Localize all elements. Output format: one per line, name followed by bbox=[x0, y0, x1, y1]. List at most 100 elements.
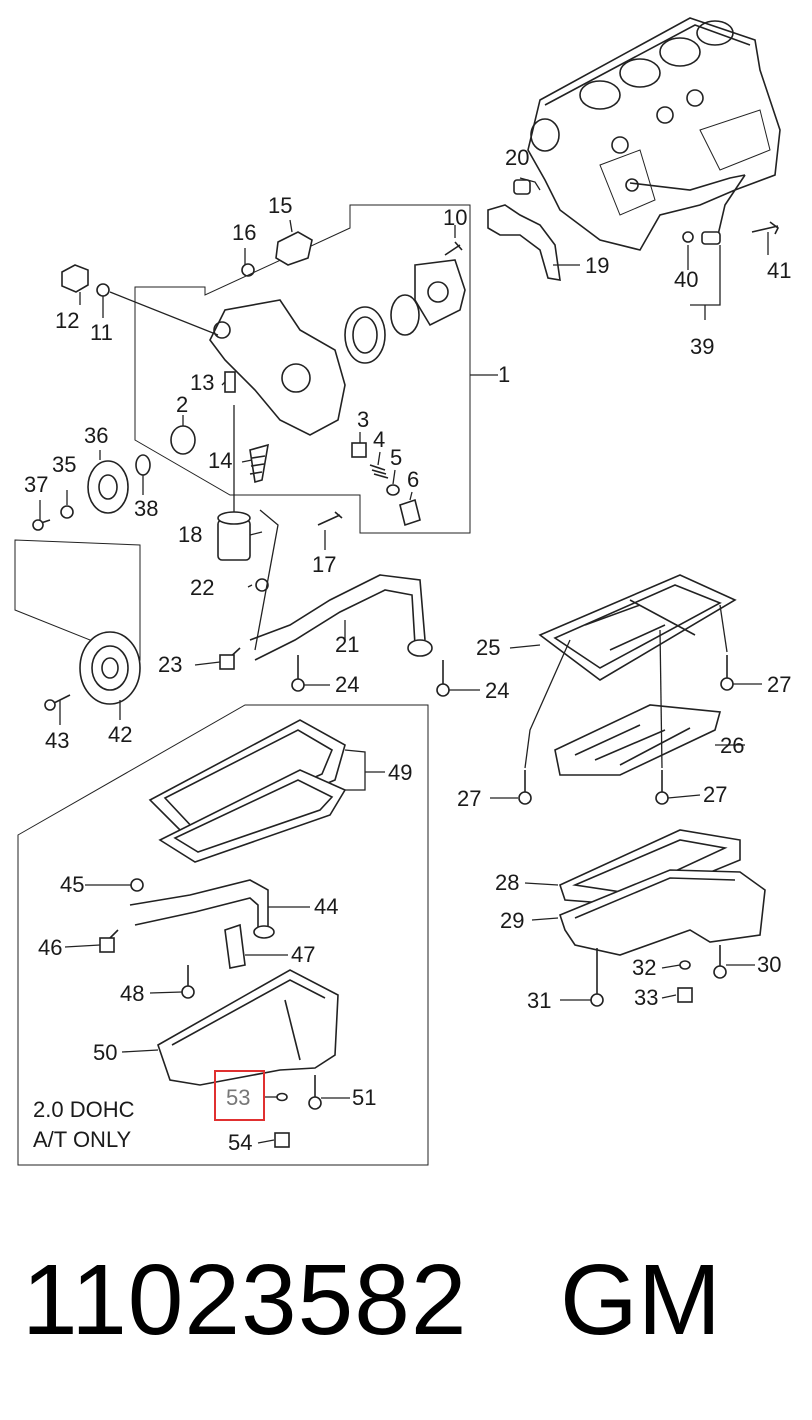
label-23: 23 bbox=[158, 652, 182, 677]
label-41: 41 bbox=[767, 258, 791, 283]
label-33: 33 bbox=[634, 985, 658, 1010]
part-number: 11023582 bbox=[22, 1244, 468, 1356]
part-25-gasket bbox=[538, 574, 737, 681]
label-10: 10 bbox=[443, 205, 467, 230]
dohc-at-box bbox=[17, 704, 429, 1166]
label-31: 31 bbox=[527, 988, 551, 1013]
part-16-washer bbox=[241, 263, 255, 277]
label-37: 37 bbox=[24, 472, 48, 497]
leader-lines bbox=[39, 177, 769, 1144]
outer-gear bbox=[344, 306, 386, 364]
label-30: 30 bbox=[757, 952, 781, 977]
label-1: 1 bbox=[498, 362, 510, 387]
label-29: 29 bbox=[500, 908, 524, 933]
part-5-washer bbox=[386, 484, 400, 496]
part-45-oring bbox=[130, 878, 144, 892]
label-17: 17 bbox=[312, 552, 336, 577]
part-22-oring bbox=[255, 578, 269, 592]
label-11: 11 bbox=[90, 320, 113, 345]
label-21: 21 bbox=[335, 632, 359, 657]
callout-labels: 1 2 3 4 5 6 10 11 12 13 14 15 16 17 18 1… bbox=[24, 145, 791, 1155]
pump-cover-gasket bbox=[414, 259, 466, 327]
part-49-gasket-lower bbox=[158, 769, 347, 863]
label-28: 28 bbox=[495, 870, 519, 895]
part-26-baffle bbox=[554, 704, 722, 776]
part-29-oil-pan bbox=[559, 869, 766, 956]
part-40-washer bbox=[682, 231, 694, 243]
label-44: 44 bbox=[314, 894, 338, 919]
label-50: 50 bbox=[93, 1040, 117, 1065]
part-11-washer bbox=[96, 283, 110, 297]
part-41-bolt bbox=[751, 221, 780, 235]
label-24-b: 24 bbox=[485, 678, 509, 703]
part-39-fitting bbox=[701, 231, 721, 245]
part-50-oil-pan bbox=[157, 969, 339, 1086]
part-35-washer bbox=[60, 505, 74, 519]
brand-name: GM bbox=[560, 1244, 722, 1356]
label-5: 5 bbox=[390, 445, 402, 470]
part-13-pin bbox=[224, 371, 236, 393]
part-20-dowel bbox=[513, 179, 531, 195]
label-22: 22 bbox=[190, 575, 214, 600]
label-2: 2 bbox=[176, 392, 188, 417]
label-24-a: 24 bbox=[335, 672, 359, 697]
label-4: 4 bbox=[373, 427, 385, 452]
label-15: 15 bbox=[268, 193, 292, 218]
inner-gear bbox=[390, 294, 420, 336]
part-15-sensor bbox=[275, 231, 313, 266]
label-48: 48 bbox=[120, 981, 144, 1006]
oil-pump-housing bbox=[209, 299, 346, 436]
label-3: 3 bbox=[357, 407, 369, 432]
part-38-spacer bbox=[135, 454, 151, 476]
part-18-oil-filter bbox=[217, 519, 251, 561]
label-35: 35 bbox=[52, 452, 76, 477]
label-27-b: 27 bbox=[457, 786, 481, 811]
label-18: 18 bbox=[178, 522, 202, 547]
part-4-spring bbox=[369, 464, 389, 479]
part-32-washer bbox=[679, 960, 691, 970]
label-19: 19 bbox=[585, 253, 609, 278]
group-1-bracket bbox=[134, 204, 471, 534]
part-12-plug bbox=[61, 264, 89, 293]
part-42-pulley bbox=[79, 631, 141, 705]
part-44-pickup-tube bbox=[129, 879, 269, 930]
part-10-bolt bbox=[444, 241, 463, 256]
label-47: 47 bbox=[291, 942, 315, 967]
part-21-pickup-tube bbox=[249, 574, 426, 661]
part-17-bolt bbox=[317, 511, 343, 526]
label-53: 53 bbox=[226, 1085, 250, 1110]
label-42: 42 bbox=[108, 722, 132, 747]
part-6-plug bbox=[399, 498, 421, 527]
label-25: 25 bbox=[476, 635, 500, 660]
exploded-parts-diagram: 1 2 3 4 5 6 10 11 12 13 14 15 16 17 18 1… bbox=[14, 17, 791, 1166]
part-54-drain-plug bbox=[274, 1132, 290, 1148]
part-36-sprocket bbox=[87, 460, 129, 514]
label-36: 36 bbox=[84, 423, 108, 448]
highlight-box-53 bbox=[214, 1070, 265, 1121]
part-2-seal bbox=[170, 425, 196, 455]
label-27-c: 27 bbox=[703, 782, 727, 807]
label-54: 54 bbox=[228, 1130, 252, 1155]
part-28-gasket bbox=[559, 829, 741, 906]
label-20: 20 bbox=[505, 145, 529, 170]
part-53-oring bbox=[276, 1092, 288, 1102]
engine-block bbox=[527, 17, 781, 251]
part-47-bracket bbox=[224, 923, 246, 969]
label-6: 6 bbox=[407, 467, 419, 492]
part-19-cover bbox=[487, 204, 561, 281]
label-43: 43 bbox=[45, 728, 69, 753]
label-39: 39 bbox=[690, 334, 714, 359]
label-40: 40 bbox=[674, 267, 698, 292]
label-38: 38 bbox=[134, 496, 158, 521]
label-12: 12 bbox=[55, 308, 79, 333]
part-33-plug bbox=[677, 987, 693, 1003]
engine-note-line2: A/T ONLY bbox=[33, 1127, 132, 1152]
label-51: 51 bbox=[352, 1085, 376, 1110]
label-27-a: 27 bbox=[767, 672, 791, 697]
label-16: 16 bbox=[232, 220, 256, 245]
label-26: 26 bbox=[720, 733, 744, 758]
label-13: 13 bbox=[190, 370, 214, 395]
label-14: 14 bbox=[208, 448, 232, 473]
label-45: 45 bbox=[60, 872, 84, 897]
part-14-spring bbox=[249, 443, 270, 484]
